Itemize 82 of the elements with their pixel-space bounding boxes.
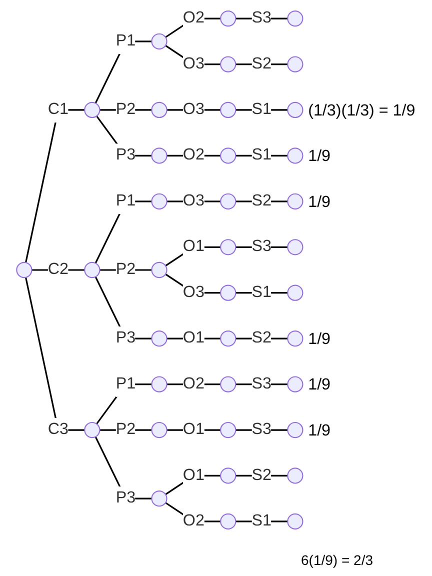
node-circle: [151, 102, 168, 118]
probability-label: (1/3)(1/3) = 1/9: [308, 101, 416, 120]
edge-label: P1: [116, 31, 136, 50]
node-circle: [151, 490, 168, 507]
node-circle: [16, 262, 32, 278]
node-circle: [220, 148, 236, 164]
edge-label: S1: [252, 100, 272, 118]
edge-label: P3: [116, 146, 136, 164]
edge-label: C1: [48, 100, 69, 118]
edge-label: O1: [182, 237, 204, 256]
edge-label: O3: [182, 191, 204, 210]
note: 6(1/9) = 2/3: [300, 552, 374, 568]
edge-label: S2: [252, 328, 272, 347]
node-circle: [287, 376, 304, 392]
node-circle: [151, 422, 168, 438]
probability-label: 1/9: [308, 376, 331, 394]
probability-label: 1/9: [308, 147, 331, 166]
edge-label: S1: [252, 511, 272, 530]
node-circle: [220, 239, 236, 256]
edge-label: O3: [182, 54, 204, 73]
edge-label: S2: [252, 191, 272, 210]
edge-label: S1: [252, 282, 272, 302]
node-circle: [151, 262, 168, 278]
edge-label: P2: [116, 260, 136, 278]
node-circle: [287, 56, 304, 72]
edge-label: S1: [252, 146, 272, 164]
node-circle: [220, 10, 236, 27]
node-circle: [151, 193, 168, 210]
edge-label: O2: [182, 8, 204, 27]
edge-label: S3: [252, 237, 272, 256]
node-circle: [287, 513, 304, 530]
edge-label: O3: [182, 100, 204, 118]
edge-label: O1: [182, 466, 204, 484]
node-circle: [287, 422, 304, 438]
node-circle: [84, 422, 100, 438]
probability-label: 1/9: [308, 192, 331, 211]
edge-label: P2: [116, 420, 136, 438]
edge-label: O3: [182, 282, 204, 302]
node-circle: [84, 102, 100, 118]
node-circle: [287, 148, 304, 164]
node-circle: [220, 422, 236, 438]
probability-label: 1/9: [308, 330, 331, 348]
node-circle: [220, 102, 236, 118]
node-circle: [220, 284, 236, 301]
edge-label: P1: [116, 374, 136, 393]
connector: [24, 277, 85, 431]
node-circle: [287, 193, 304, 210]
node-circle: [220, 193, 236, 210]
edge-label: P3: [116, 488, 136, 507]
node-circle: [220, 330, 236, 347]
edge-label: O1: [182, 328, 204, 347]
node-circle: [287, 468, 304, 484]
edge-label: O2: [182, 374, 204, 393]
edge-label: C3: [48, 420, 69, 438]
node-circle: [151, 376, 168, 392]
node-circle: [287, 102, 304, 118]
edge-label: O2: [182, 146, 204, 164]
node-circle: [287, 10, 304, 27]
node-circle: [287, 239, 304, 256]
edge-label: S3: [252, 8, 272, 27]
node-circle: [84, 262, 100, 278]
edge-label: S2: [252, 466, 272, 484]
node-circle: [220, 56, 236, 72]
node-circle: [220, 513, 236, 530]
node-circle: [287, 284, 304, 301]
edge-label: P3: [116, 328, 136, 347]
edge-label: P2: [116, 100, 136, 118]
probability-label: 1/9: [308, 421, 331, 440]
node-circle: [287, 330, 304, 347]
edge-label: C2: [48, 260, 69, 278]
edge-label: O2: [182, 511, 204, 530]
edge-label: O1: [182, 420, 204, 438]
edge-label: S3: [252, 420, 272, 438]
connector: [24, 109, 85, 263]
edge-label: S2: [252, 54, 272, 73]
edge-label: S3: [252, 374, 272, 393]
node-circle: [220, 376, 236, 392]
node-circle: [151, 33, 168, 50]
edge-label: P1: [116, 191, 136, 210]
node-circle: [220, 468, 236, 484]
node-circle: [151, 330, 168, 347]
node-circle: [151, 148, 168, 164]
